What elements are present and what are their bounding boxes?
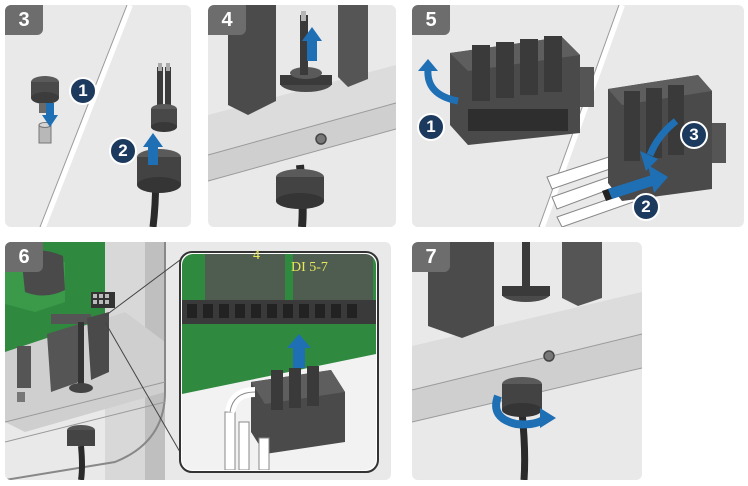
step-3-marker-1: 1: [69, 77, 97, 105]
arrow-up-icon: [302, 27, 322, 61]
step-4-badge: 4: [208, 5, 246, 35]
arrow-curved-icon: [424, 68, 459, 105]
step-5-marker-3: 3: [680, 121, 708, 149]
step-5-marker-2: 2: [632, 193, 660, 221]
detail-inset: [179, 251, 379, 473]
step-6-badge: 6: [5, 242, 43, 272]
step-7-badge: 7: [412, 242, 450, 272]
pcb-label-partial: 4: [253, 248, 260, 263]
terminal-block-right: [608, 75, 726, 201]
arrow-right-icon: [608, 165, 668, 199]
step-6-panel: 6: [5, 242, 391, 480]
step-7-illustration: [412, 242, 642, 480]
step-3-badge: 3: [5, 5, 43, 35]
rotate-arrow-icon: [492, 394, 556, 429]
step-3-panel: 3 1: [5, 5, 191, 227]
step-3-illustration: [31, 5, 181, 227]
step-6-illustration: [5, 242, 379, 480]
step-5-badge: 5: [412, 5, 450, 35]
arrow-down-icon: [42, 103, 58, 127]
pcb-label-di: DI 5-7: [291, 260, 328, 275]
step-3-marker-2: 2: [109, 137, 137, 165]
step-5-illustration: [418, 5, 726, 227]
step-5-marker-1: 1: [417, 113, 445, 141]
arrow-curved-icon: [646, 118, 679, 157]
arrow-up-icon: [143, 133, 163, 165]
step-4-illustration: [208, 5, 396, 227]
step-5-panel: 5: [412, 5, 744, 227]
terminal-block-left: [450, 36, 594, 145]
step-7-panel: 7: [412, 242, 642, 480]
step-4-panel: 4: [208, 5, 396, 227]
arrow-up-icon: [287, 334, 311, 368]
